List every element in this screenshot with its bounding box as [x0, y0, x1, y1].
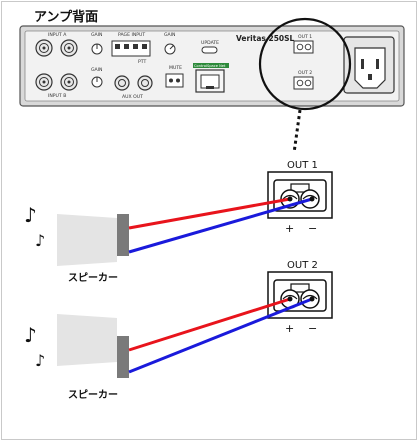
out1-connector: [267, 171, 333, 219]
amp-model-name: Veritas 250SL: [236, 34, 295, 43]
out2-plus-screw: [287, 296, 293, 302]
update-usb-port: [201, 46, 218, 54]
gain-a-label: GAIN: [91, 32, 103, 38]
input-b-jacks: [35, 73, 78, 91]
gain-page-label: GAIN: [164, 32, 176, 38]
page-input-terminal: [111, 40, 151, 57]
out2-minus-screw: [309, 296, 315, 302]
out1-minus: −: [308, 222, 317, 235]
mute-terminal: [165, 73, 184, 88]
aux-out-label: AUX OUT: [122, 94, 143, 100]
out1-minus-screw: [309, 196, 315, 202]
out2-label: OUT 2: [287, 260, 318, 271]
speaker-2: [57, 314, 129, 378]
speaker-2-label: スピーカー: [68, 389, 118, 401]
gain-a-knob[interactable]: [91, 43, 103, 55]
amplifier-rear-panel: INPUT A GAIN: [19, 25, 405, 107]
out2-minus: −: [308, 322, 317, 335]
update-label: UPDATE: [201, 40, 219, 46]
input-a-label: INPUT A: [48, 32, 67, 38]
zoom-callout-line: [292, 109, 302, 154]
speaker-2-cone: [57, 314, 117, 366]
speaker-2-positive-wire: [128, 297, 291, 352]
speaker-1-negative-wire: [128, 197, 313, 254]
music-note-1b: ♪: [35, 231, 45, 250]
speaker-1-label: スピーカー: [68, 272, 118, 284]
speaker-1: [57, 214, 129, 266]
out1-plus-screw: [287, 196, 293, 202]
panel-out2-connector: [293, 76, 314, 90]
panel-out1-connector: [293, 40, 314, 54]
speaker-1-positive-wire: [128, 197, 291, 230]
panel-out2-label: OUT 2: [298, 70, 312, 76]
mute-label: MUTE: [169, 65, 182, 71]
input-b-label: INPUT B: [48, 93, 66, 99]
gain-page-knob[interactable]: [164, 43, 176, 55]
speaker-1-magnet: [117, 214, 129, 256]
network-label-bar: [193, 63, 229, 68]
music-note-1a: ♪: [24, 203, 37, 227]
input-a-jacks: [35, 39, 78, 57]
diagram-title: アンプ背面: [34, 9, 98, 25]
zoom-circle: [258, 17, 352, 111]
network-port: [195, 69, 225, 93]
panel-out1-label: OUT 1: [298, 34, 312, 40]
out2-connector: [267, 271, 333, 319]
music-note-2b: ♪: [35, 351, 45, 370]
music-note-2a: ♪: [24, 323, 37, 347]
power-inlet: [343, 36, 395, 94]
speaker-1-cone: [57, 214, 117, 266]
network-label: ControlSpace Net: [194, 64, 226, 68]
gain-b-knob[interactable]: [91, 76, 103, 88]
out2-plus: +: [285, 322, 294, 335]
speaker-2-magnet: [117, 336, 129, 378]
gain-b-label: GAIN: [91, 67, 103, 73]
out1-label: OUT 1: [287, 160, 318, 171]
page-input-label: PAGE INPUT: [118, 32, 145, 38]
aux-out-jacks: [114, 75, 153, 91]
speaker-2-negative-wire: [128, 297, 313, 374]
ptt-label: PTT: [138, 59, 146, 65]
out1-plus: +: [285, 222, 294, 235]
